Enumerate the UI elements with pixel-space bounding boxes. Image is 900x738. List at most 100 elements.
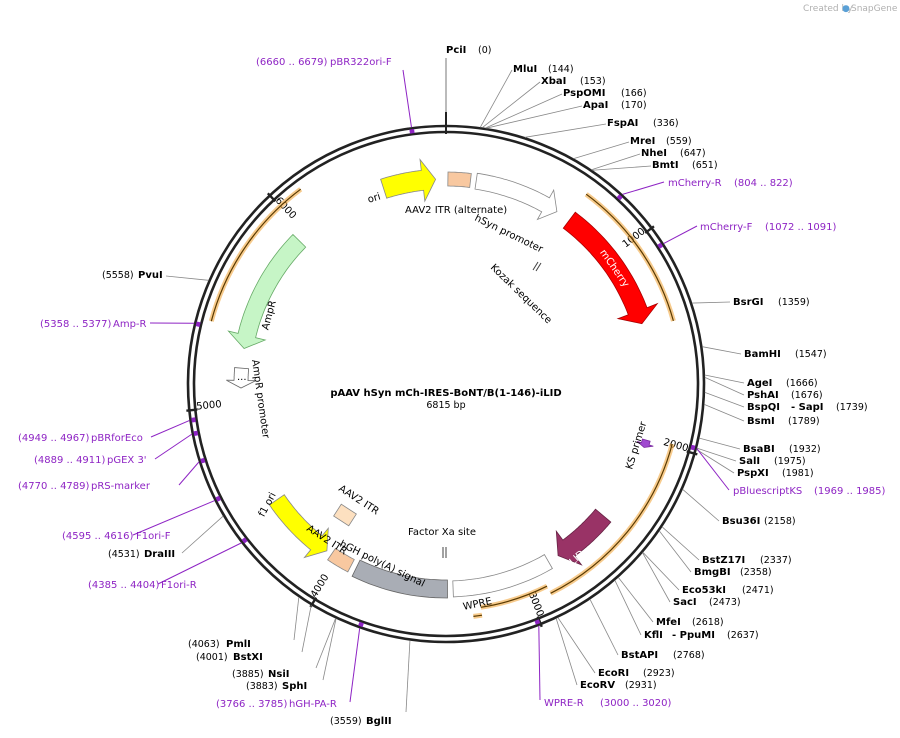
primer-name[interactable]: F1ori-F — [136, 531, 171, 542]
site-leader-line — [682, 489, 720, 522]
primer-binding-mark — [195, 321, 201, 327]
feature-label-wpre[interactable]: WPRE — [462, 596, 493, 613]
site-leader-line — [704, 392, 745, 408]
primer-name[interactable]: mCherry-F — [700, 222, 753, 233]
site-position: (651) — [692, 160, 718, 171]
site-position: (2923) — [643, 668, 675, 679]
site-position: (170) — [621, 100, 647, 111]
site-alias[interactable]: - PpuMI — [672, 630, 715, 641]
site-name[interactable]: PvuI — [138, 270, 163, 281]
site-name[interactable]: PshAI — [747, 390, 779, 401]
site-leader-line — [301, 605, 312, 653]
primer-name[interactable]: pBR322ori-F — [330, 57, 392, 68]
site-leader-line — [485, 93, 563, 129]
site-name[interactable]: DraIII — [144, 549, 175, 560]
site-name[interactable]: SalI — [739, 456, 760, 467]
site-name[interactable]: NheI — [641, 148, 667, 159]
site-name[interactable]: BamHI — [744, 349, 781, 360]
site-name[interactable]: BstAPI — [621, 650, 658, 661]
primer-binding-mark — [657, 242, 664, 249]
primer-range: (804 .. 822) — [734, 178, 793, 189]
site-name[interactable]: Bsu36I — [722, 516, 760, 527]
site-name[interactable]: FspAI — [607, 118, 638, 129]
feature-label-kozak[interactable]: Kozak sequence — [488, 262, 554, 326]
primer-binding-mark — [193, 430, 199, 437]
site-name[interactable]: MreI — [630, 136, 655, 147]
site-leader-line — [696, 449, 735, 474]
feature-aav2-itr-box — [333, 503, 357, 527]
primer-name[interactable]: pRS-marker — [91, 481, 151, 492]
site-name[interactable]: SacI — [673, 597, 697, 608]
tick-mark — [266, 192, 277, 203]
site-name[interactable]: BstXI — [233, 652, 263, 663]
site-alias[interactable]: - SapI — [791, 402, 823, 413]
site-position: (1547) — [795, 349, 827, 360]
feature-label-hsyn-promoter[interactable]: hSyn promoter — [473, 213, 546, 256]
site-leader-line — [692, 301, 731, 304]
site-name[interactable]: BspQI — [747, 402, 780, 413]
feature-arrow — [268, 494, 329, 559]
feature-kozak-mark — [535, 262, 542, 272]
feature-label-ampr-promoter[interactable]: AmpR promoter — [249, 359, 271, 440]
site-leader-line — [405, 640, 411, 713]
primer-range: (1969 .. 1985) — [814, 486, 886, 497]
tick-mark — [686, 450, 698, 456]
site-name[interactable]: PciI — [446, 45, 466, 56]
primer-name[interactable]: hGH-PA-R — [289, 699, 337, 710]
feature-label-aav2-itr-alt[interactable]: AAV2 ITR (alternate) — [405, 205, 507, 216]
primer-name[interactable]: pGEX 3' — [107, 455, 147, 466]
site-name[interactable]: PspOMI — [563, 88, 605, 99]
site-position: (2637) — [727, 630, 759, 641]
site-name[interactable]: BmtI — [652, 160, 679, 171]
site-position: (1981) — [782, 468, 814, 479]
site-name[interactable]: AgeI — [747, 378, 772, 389]
site-name[interactable]: BsaBI — [743, 444, 775, 455]
site-name[interactable]: MfeI — [656, 617, 681, 628]
primer-binding-mark — [241, 537, 248, 544]
site-name[interactable]: SphI — [282, 681, 307, 692]
site-name[interactable]: BsmI — [747, 416, 775, 427]
orf-indicator — [210, 188, 302, 322]
feature-label-ori[interactable]: ori — [366, 191, 382, 205]
feature-arrow — [226, 367, 256, 389]
site-name[interactable]: NsiI — [268, 669, 289, 680]
site-name[interactable]: PmlI — [226, 639, 251, 650]
site-name[interactable]: Eco53kI — [682, 585, 726, 596]
site-leader-line — [642, 552, 680, 591]
feature-arrow — [636, 438, 654, 448]
site-name[interactable]: BglII — [366, 716, 392, 727]
tick-label: 2000 — [662, 437, 689, 454]
primer-name[interactable]: mCherry-R — [668, 178, 722, 189]
site-position: (3559) — [330, 716, 362, 727]
primer-name[interactable]: pBRforEco — [91, 433, 143, 444]
site-leader-line — [704, 374, 745, 384]
site-name[interactable]: KflI — [644, 630, 663, 641]
primer-name[interactable]: WPRE-R — [544, 698, 584, 709]
restriction-sites: PciI (0) MluI (144) XbaI (153) PspOMI (1… — [102, 45, 868, 727]
primer-range: (4889 .. 4911) — [34, 455, 106, 466]
site-name[interactable]: EcoRV — [580, 680, 615, 691]
site-position: (2358) — [740, 567, 772, 578]
primer-name[interactable]: pBluescriptKS — [733, 486, 802, 497]
primer-range: (4385 .. 4404) — [88, 580, 160, 591]
site-name[interactable]: BmgBI — [694, 567, 731, 578]
primer-name[interactable]: Amp-R — [113, 319, 147, 330]
primer-name[interactable]: F1ori-R — [161, 580, 197, 591]
site-position: (144) — [548, 64, 574, 75]
feature-label-factor-xa[interactable]: Factor Xa site — [408, 527, 476, 538]
site-position: (1676) — [791, 390, 823, 401]
feature-layer: ... — [208, 158, 676, 619]
primer-leader-line — [150, 420, 190, 438]
site-leader-line — [661, 526, 700, 561]
tick-mark — [186, 408, 198, 412]
site-name[interactable]: EcoRI — [598, 668, 629, 679]
site-name[interactable]: BsrGI — [733, 297, 763, 308]
plasmid-name: pAAV hSyn mCh-IRES-BoNT/B(1-146)-iLID — [330, 388, 561, 399]
site-name[interactable]: BstZ17I — [702, 555, 745, 566]
site-name[interactable]: MluI — [513, 64, 537, 75]
site-name[interactable]: PspXI — [737, 468, 769, 479]
primer-binding-mark — [200, 457, 206, 464]
site-name[interactable]: ApaI — [583, 100, 608, 111]
site-position: (647) — [680, 148, 706, 159]
site-name[interactable]: XbaI — [541, 76, 566, 87]
